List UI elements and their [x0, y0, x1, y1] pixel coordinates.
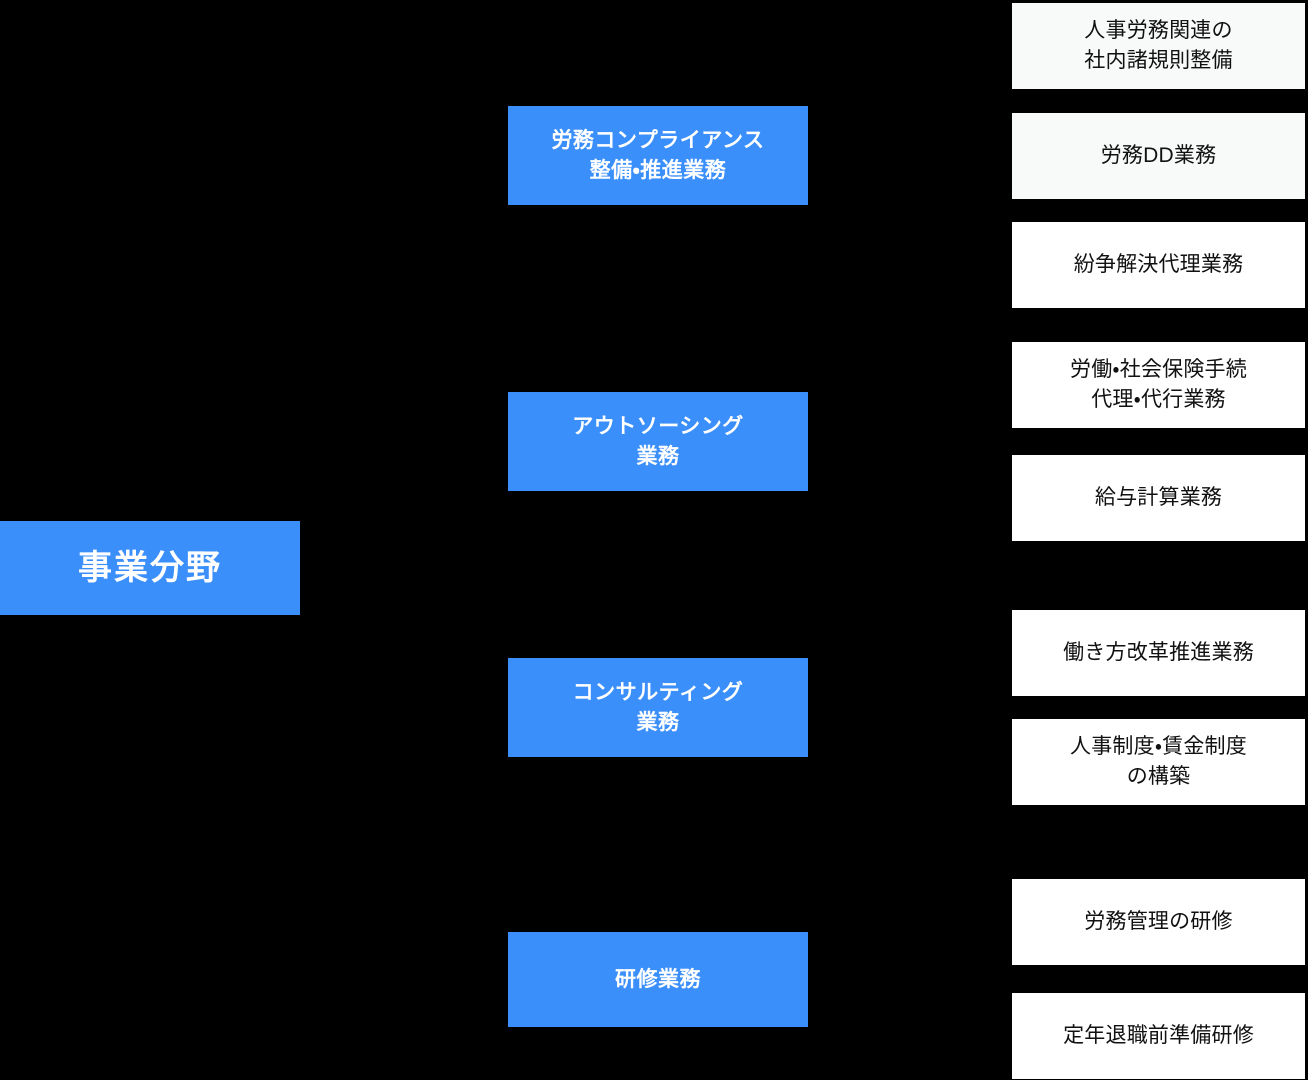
- branch-node-outsourcing[interactable]: アウトソーシング 業務: [508, 392, 808, 491]
- root-node-business-fields[interactable]: 事業分野: [0, 521, 300, 615]
- branch-node-label: 労務コンプライアンス 整備・推進業務: [551, 128, 765, 182]
- branch-node-label: コンサルティング 業務: [572, 680, 744, 734]
- leaf-node-payroll[interactable]: 給与計算業務: [1012, 455, 1305, 541]
- leaf-node-hr-internal-rules[interactable]: 人事労務関連の 社内諸規則整備: [1012, 3, 1305, 89]
- branch-node-consulting[interactable]: コンサルティング 業務: [508, 658, 808, 757]
- leaf-node-label: 人事制度・賃金制度 の構築: [1070, 735, 1247, 788]
- leaf-node-label: 定年退職前準備研修: [1063, 1024, 1254, 1048]
- leaf-node-hr-wage-system-design[interactable]: 人事制度・賃金制度 の構築: [1012, 719, 1305, 805]
- branch-node-labor-compliance[interactable]: 労務コンプライアンス 整備・推進業務: [508, 106, 808, 205]
- branch-node-training[interactable]: 研修業務: [508, 932, 808, 1027]
- leaf-node-labor-management-training[interactable]: 労務管理の研修: [1012, 879, 1305, 965]
- leaf-node-work-style-reform[interactable]: 働き方改革推進業務: [1012, 610, 1305, 696]
- leaf-node-dispute-resolution[interactable]: 紛争解決代理業務: [1012, 222, 1305, 308]
- leaf-node-label: 働き方改革推進業務: [1063, 641, 1254, 665]
- leaf-node-label: 人事労務関連の 社内諸規則整備: [1084, 19, 1233, 72]
- leaf-node-social-insurance-procedures[interactable]: 労働・社会保険手続 代理・代行業務: [1012, 342, 1305, 428]
- leaf-node-labor-dd[interactable]: 労務DD業務: [1012, 113, 1305, 199]
- leaf-node-label: 労働・社会保険手続 代理・代行業務: [1070, 358, 1247, 411]
- leaf-node-label: 労務DD業務: [1100, 144, 1217, 168]
- root-node-label: 事業分野: [78, 548, 222, 587]
- branch-node-label: 研修業務: [615, 967, 701, 991]
- leaf-node-label: 労務管理の研修: [1084, 910, 1233, 934]
- branch-node-label: アウトソーシング 業務: [572, 414, 744, 468]
- leaf-node-label: 紛争解決代理業務: [1073, 253, 1244, 277]
- leaf-node-pre-retirement-training[interactable]: 定年退職前準備研修: [1012, 993, 1305, 1079]
- leaf-node-label: 給与計算業務: [1094, 486, 1223, 510]
